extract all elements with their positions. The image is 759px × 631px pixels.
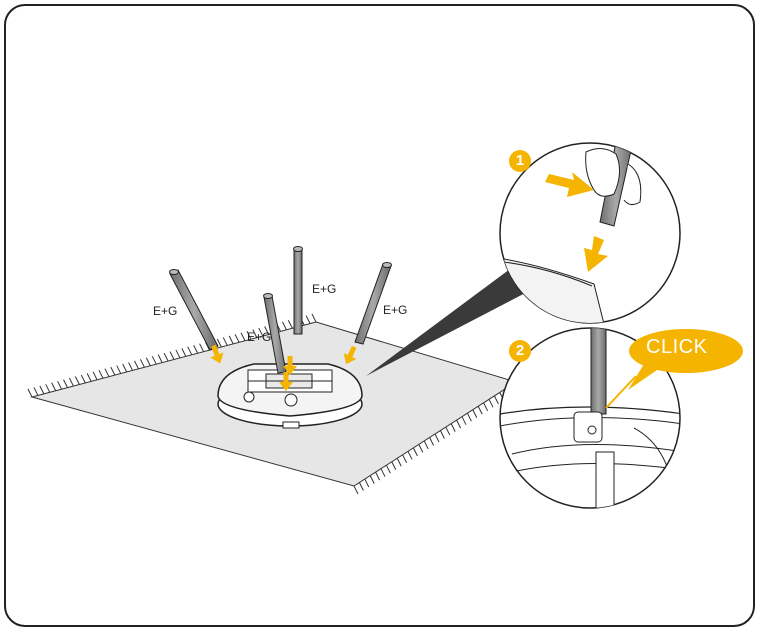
pole-label-center-left: E+G [247, 331, 271, 343]
assembly-illustration [4, 4, 755, 627]
step-number-2: 2 [509, 340, 531, 362]
pole-label-center: E+G [312, 283, 336, 295]
click-callout-text: CLICK [646, 336, 707, 359]
step-number-1: 1 [509, 150, 531, 172]
diagram-frame: E+G E+G E+G E+G 1 2 CLICK [4, 4, 755, 627]
frame-border [5, 5, 754, 626]
pole-center [294, 247, 303, 335]
pole-label-right: E+G [383, 304, 407, 316]
pole-label-left: E+G [153, 305, 177, 317]
